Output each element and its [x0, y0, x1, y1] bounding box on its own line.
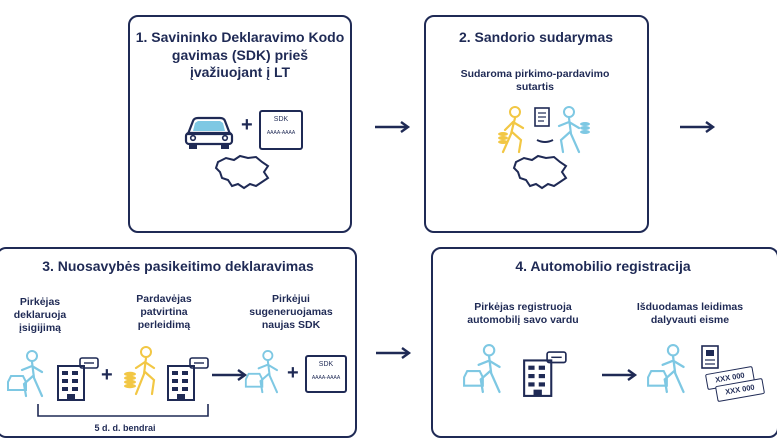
register-caption: Pirkėjas registruoja automobilį savo var… [467, 301, 579, 327]
lithuania-map-icon [214, 154, 270, 190]
step-1-box [128, 15, 352, 233]
step-4-title: 4. Automobilio registracija [515, 258, 691, 274]
step-2-box [424, 15, 649, 233]
step-3-box [0, 247, 357, 438]
car-icon [184, 116, 234, 149]
buyer-with-car-icon [244, 350, 279, 394]
step-2-title: 2. Sandorio sudarymas [458, 29, 614, 45]
office-building-icon [57, 357, 99, 401]
duration-label: 5 d. d. bendrai [94, 423, 156, 433]
new-sdk-card [305, 355, 347, 393]
registration-document-icon [701, 345, 719, 369]
buyer-declares-caption: Pirkėjas deklaruoja įsigijimą [13, 296, 67, 335]
arrow-3-4 [376, 347, 412, 359]
lithuania-map-icon [512, 154, 568, 190]
new-sdk-caption: Pirkėjui sugeneruojamas naujas SDK [249, 293, 333, 332]
permit-caption: Išduodamas leidimas dalyvauti eisme [636, 301, 744, 327]
step-4-box [431, 247, 777, 438]
sdk-card [259, 110, 303, 150]
buyer-seller-contract-icon [498, 106, 590, 154]
office-building-icon [523, 351, 567, 397]
step-3-title: 3. Nuosavybės pasikeitimo deklaravimas [42, 258, 314, 274]
new-sdk-card-code: AAAA-AAAA [311, 375, 341, 381]
buyer-with-car-icon [7, 350, 44, 398]
plus-sign: + [101, 364, 113, 386]
seller-with-coins-icon [124, 346, 156, 396]
seller-confirms-caption: Pardavėjas patvirtina perleidimą [136, 293, 192, 332]
arrow-to-permit [602, 369, 638, 381]
new-sdk-card-label: SDK [318, 361, 334, 368]
duration-bracket [37, 404, 209, 417]
arrow-1-2 [375, 121, 411, 133]
office-building-icon [167, 357, 209, 401]
step-1-title: 1. Savininko Deklaravimo Kodo gavimas (S… [135, 29, 345, 80]
step-2-caption: Sudaroma pirkimo-pardavimo sutartis [460, 68, 610, 94]
arrow-to-new-sdk [212, 369, 248, 381]
buyer-with-car-icon [463, 344, 501, 394]
sdk-card-label: SDK [273, 116, 289, 123]
plus-sign: + [287, 362, 299, 384]
plus-sign: + [241, 114, 253, 136]
buyer-with-car-icon [647, 344, 685, 394]
sdk-card-code: AAAA-AAAA [266, 130, 296, 136]
arrow-2-3 [680, 121, 716, 133]
